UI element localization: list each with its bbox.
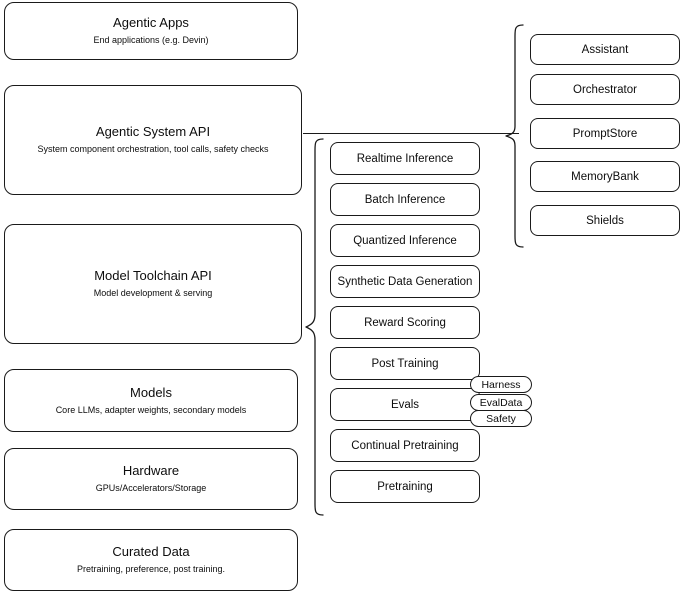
- layer-title: Models: [130, 384, 172, 400]
- layer-box-agentic-apps[interactable]: Agentic Apps End applications (e.g. Devi…: [4, 2, 298, 60]
- layer-subtitle: End applications (e.g. Devin): [93, 35, 209, 46]
- layer-subtitle: Core LLMs, adapter weights, secondary mo…: [55, 404, 247, 415]
- layer-box-hardware[interactable]: Hardware GPUs/Accelerators/Storage: [4, 448, 298, 510]
- layer-box-agentic-system-api[interactable]: Agentic System API System component orch…: [4, 85, 302, 195]
- component-evals[interactable]: Evals: [330, 388, 480, 421]
- layer-subtitle: GPUs/Accelerators/Storage: [95, 483, 207, 494]
- layer-box-models[interactable]: Models Core LLMs, adapter weights, secon…: [4, 369, 298, 432]
- component-quantized-inference[interactable]: Quantized Inference: [330, 224, 480, 257]
- component-memorybank[interactable]: MemoryBank: [530, 161, 680, 192]
- component-synthetic-data-generation[interactable]: Synthetic Data Generation: [330, 265, 480, 298]
- badge-safety[interactable]: Safety: [470, 410, 532, 427]
- layer-title: Hardware: [122, 463, 180, 479]
- component-realtime-inference[interactable]: Realtime Inference: [330, 142, 480, 175]
- brace-system: [505, 24, 524, 248]
- component-assistant[interactable]: Assistant: [530, 34, 680, 65]
- layer-title: Agentic System API: [95, 124, 211, 140]
- component-reward-scoring[interactable]: Reward Scoring: [330, 306, 480, 339]
- layer-subtitle: Model development & serving: [93, 288, 213, 299]
- layer-title: Model Toolchain API: [94, 268, 212, 284]
- connector-line-system-api: [303, 133, 519, 134]
- layer-subtitle: Pretraining, preference, post training.: [76, 564, 226, 575]
- layer-subtitle: System component orchestration, tool cal…: [37, 144, 269, 155]
- component-pretraining[interactable]: Pretraining: [330, 470, 480, 503]
- layer-box-model-toolchain-api[interactable]: Model Toolchain API Model development & …: [4, 224, 302, 344]
- layer-title: Curated Data: [112, 544, 190, 560]
- layer-title: Agentic Apps: [113, 15, 189, 31]
- layer-box-curated-data[interactable]: Curated Data Pretraining, preference, po…: [4, 529, 298, 591]
- component-post-training[interactable]: Post Training: [330, 347, 480, 380]
- badge-evaldata[interactable]: EvalData: [470, 394, 532, 411]
- badge-harness[interactable]: Harness: [470, 376, 532, 393]
- component-continual-pretraining[interactable]: Continual Pretraining: [330, 429, 480, 462]
- component-orchestrator[interactable]: Orchestrator: [530, 74, 680, 105]
- component-shields[interactable]: Shields: [530, 205, 680, 236]
- component-batch-inference[interactable]: Batch Inference: [330, 183, 480, 216]
- component-promptstore[interactable]: PromptStore: [530, 118, 680, 149]
- brace-toolchain: [305, 138, 324, 516]
